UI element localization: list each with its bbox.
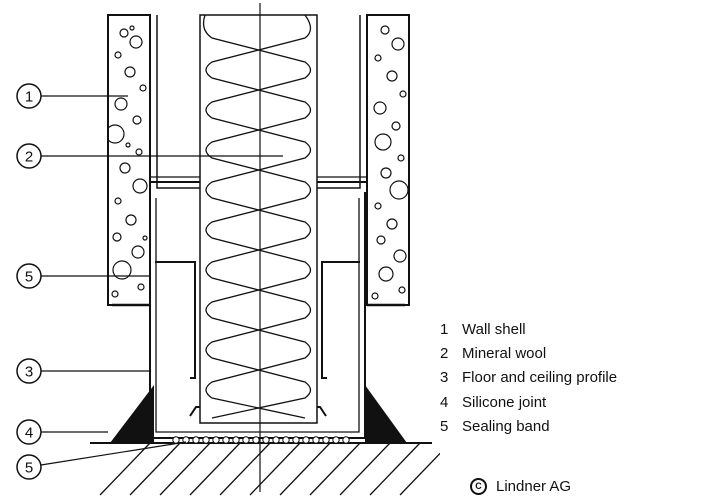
legend-label: Wall shell <box>462 321 526 338</box>
copyright-icon: C <box>470 478 487 495</box>
legend-item: 3 Floor and ceiling profile <box>440 366 617 390</box>
legend-number: 4 <box>440 393 449 411</box>
callout-5-upper: 5 <box>16 263 42 289</box>
mineral-wool <box>199 14 318 424</box>
callout-2: 2 <box>16 143 42 169</box>
legend-item: 2 Mineral wool <box>440 342 617 366</box>
legend-item: 1 Wall shell <box>440 318 617 342</box>
svg-text:3: 3 <box>25 364 33 381</box>
legend-number: 3 <box>440 369 449 387</box>
legend-label: Mineral wool <box>462 345 547 363</box>
svg-text:4: 4 <box>25 425 33 442</box>
copyright-notice: C Lindner AG <box>470 478 571 495</box>
svg-text:1: 1 <box>25 89 33 106</box>
callout-5-lower: 5 <box>16 454 42 480</box>
wall-shell-right <box>366 14 410 307</box>
sealing-band <box>172 436 350 444</box>
legend-item: 5 Sealing band <box>440 415 617 439</box>
callout-1: 1 <box>16 83 42 109</box>
legend-number: 5 <box>440 417 449 435</box>
legend: 1 Wall shell 2 Mineral wool 3 Floor and … <box>440 318 617 439</box>
wall-shell-left <box>107 14 151 307</box>
legend-label: Sealing band <box>462 417 550 435</box>
legend-number: 2 <box>440 345 449 363</box>
legend-number: 1 <box>440 321 449 338</box>
callout-4: 4 <box>16 419 42 445</box>
legend-label: Silicone joint <box>462 393 547 411</box>
svg-text:5: 5 <box>25 269 33 286</box>
leader-lines <box>40 95 283 466</box>
ground-hatching <box>99 442 440 496</box>
silicone-joint-left <box>110 385 154 443</box>
svg-text:2: 2 <box>25 149 33 166</box>
copyright-text: Lindner AG <box>496 478 572 495</box>
legend-item: 4 Silicone joint <box>440 391 617 415</box>
silicone-joint-right <box>365 385 407 443</box>
callout-3: 3 <box>16 358 42 384</box>
legend-label: Floor and ceiling profile <box>462 369 618 387</box>
svg-text:5: 5 <box>25 460 33 477</box>
